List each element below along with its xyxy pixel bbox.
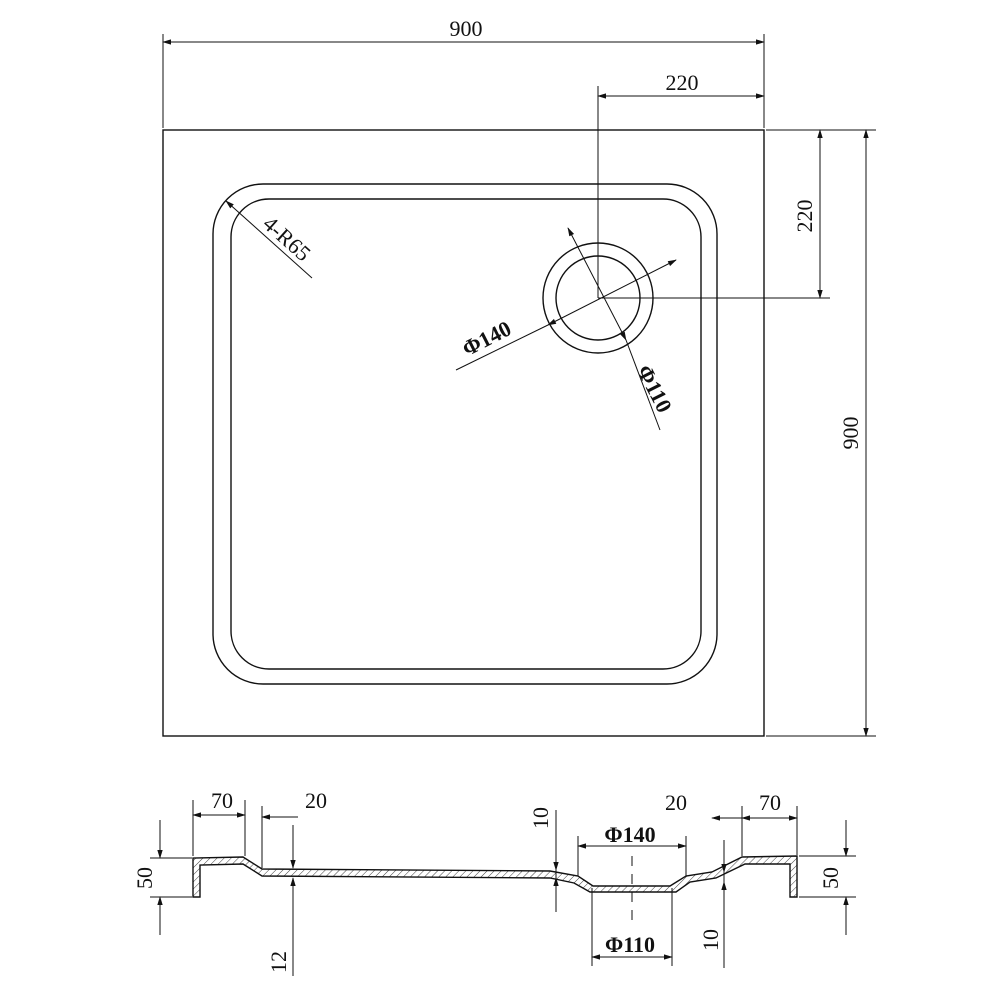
plan-view: 900 220 220 900 4-R65 Φ140 Φ110 bbox=[162, 16, 876, 737]
dim-drop-top: 10 bbox=[528, 807, 553, 829]
dim-drain-offset-x: 220 bbox=[666, 70, 699, 95]
dim-rim-right: 70 bbox=[759, 790, 781, 815]
section-view: 70 20 50 12 10 Φ140 Φ110 10 bbox=[132, 788, 856, 976]
dim-drop-bottom: 10 bbox=[698, 929, 723, 951]
basin-inner-edge bbox=[230, 198, 702, 670]
dim-outlet-outer: Φ140 bbox=[604, 822, 655, 847]
inner-diameter-leader bbox=[567, 227, 627, 341]
dim-base-thickness: 12 bbox=[266, 951, 291, 973]
dim-inner-diameter: Φ110 bbox=[632, 361, 677, 417]
dim-overall-depth: 900 bbox=[838, 417, 863, 450]
dim-overall-width: 900 bbox=[450, 16, 483, 41]
dim-slope-right: 20 bbox=[665, 790, 687, 815]
dim-slope-left: 20 bbox=[305, 788, 327, 813]
dim-corner-radius: 4-R65 bbox=[258, 211, 316, 266]
dim-outlet-inner: Φ110 bbox=[605, 932, 655, 957]
inner-diameter-leader-ext bbox=[625, 339, 661, 431]
tray-profile bbox=[192, 855, 798, 898]
dim-drain-offset-y: 220 bbox=[792, 200, 817, 233]
dim-height-right: 50 bbox=[818, 867, 843, 889]
tray-outline bbox=[162, 129, 765, 737]
outer-diameter-leader-ext bbox=[455, 324, 549, 371]
dim-outer-diameter: Φ140 bbox=[458, 316, 515, 362]
dim-height-left: 50 bbox=[132, 867, 157, 889]
dim-rim-left: 70 bbox=[211, 788, 233, 813]
basin-outer-edge bbox=[212, 183, 718, 685]
radius-leader bbox=[225, 200, 313, 279]
